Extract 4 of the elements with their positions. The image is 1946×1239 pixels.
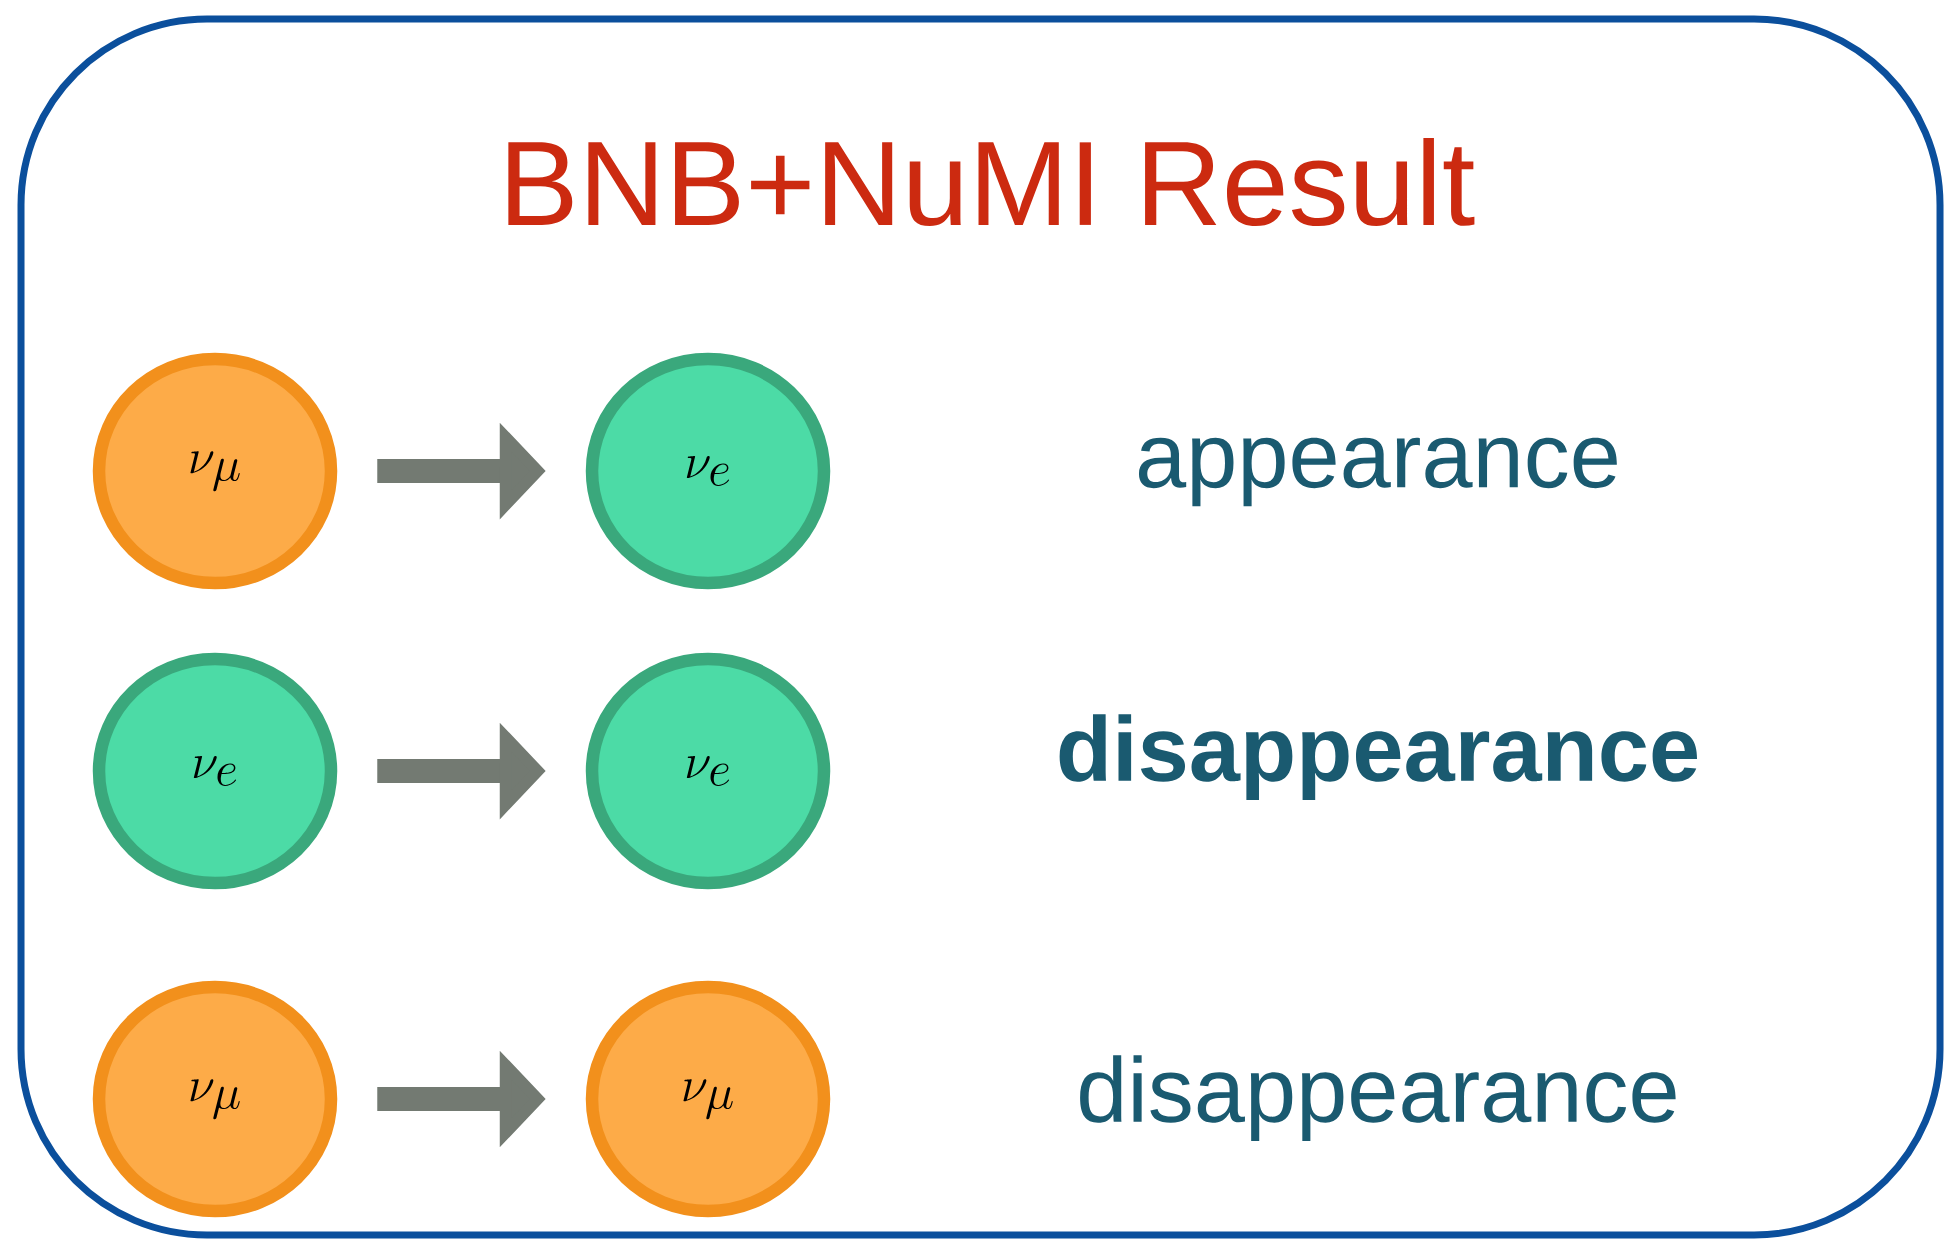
row-label: disappearance [1080,1055,1676,1141]
row-label: disappearance [1059,714,1697,800]
title: BNB+NuMI Result [508,137,1475,227]
row-label: appearance [1138,437,1617,507]
